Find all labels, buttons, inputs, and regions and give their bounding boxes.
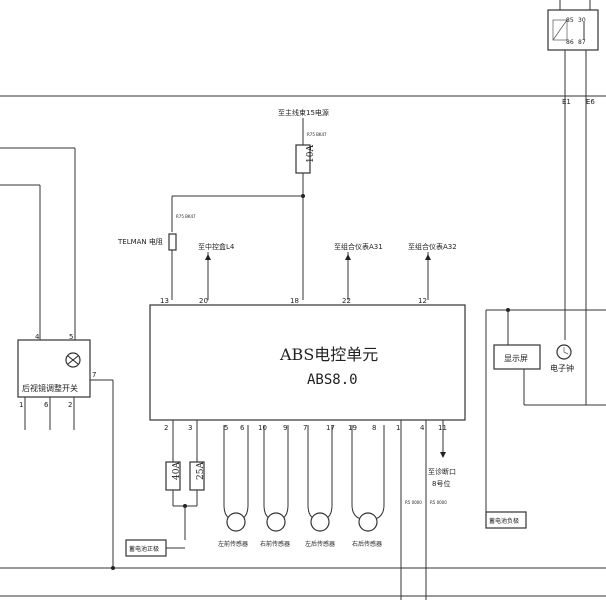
abs-control-unit: ABS电控单元 ABS8.0 bbox=[149, 304, 466, 421]
mirror-pin-2: 2 bbox=[68, 401, 72, 409]
dest-cluster-a32: 至组合仪表A32 bbox=[408, 242, 457, 251]
mirror-pin-7: 7 bbox=[92, 371, 96, 379]
display-screen: 显示屏 bbox=[493, 344, 541, 370]
relay-pin-85: 85 bbox=[566, 17, 574, 24]
pin-bottom-9: 9 bbox=[283, 424, 287, 432]
dest-diag: 至诊断口 bbox=[428, 467, 456, 476]
pin-top-12: 12 bbox=[418, 297, 427, 305]
pin-bottom-10: 10 bbox=[258, 424, 267, 432]
wire-label-r1: R75 BK47 bbox=[176, 214, 196, 219]
sensor-label-lr: 左后传感器 bbox=[305, 540, 335, 548]
pin-bottom-3: 3 bbox=[188, 424, 192, 432]
wire-label-top: R75 BK47 bbox=[307, 132, 327, 137]
relay-pin-86: 86 bbox=[566, 39, 574, 46]
mirror-pin-6: 6 bbox=[44, 401, 49, 409]
pin-top-22: 22 bbox=[342, 297, 351, 305]
pin-bottom-17: 17 bbox=[326, 424, 335, 432]
dest-cluster-a31: 至组合仪表A31 bbox=[334, 242, 383, 251]
pin-top-20: 20 bbox=[199, 297, 208, 305]
sensor-label-rr: 右后传感器 bbox=[352, 540, 382, 548]
dest-top-power: 至主线束15电源 bbox=[278, 108, 329, 117]
fuse-40a: 40A bbox=[165, 461, 182, 491]
mirror-switch-label: 后视镜调整开关 bbox=[22, 383, 78, 393]
abs-unit-title: ABS电控单元 bbox=[279, 345, 378, 364]
sensor-rr-icon bbox=[358, 512, 378, 532]
sensor-lr-icon bbox=[310, 512, 330, 532]
relay-pin-30: 30 bbox=[578, 17, 586, 24]
mirror-pin-4: 4 bbox=[35, 333, 40, 341]
sensor-lf-icon bbox=[226, 512, 246, 532]
mirror-pin-5: 5 bbox=[69, 333, 73, 341]
abs-unit-model: ABS8.0 bbox=[307, 372, 358, 388]
sensor-label-rf: 右前传感器 bbox=[260, 540, 290, 548]
mirror-adjust-switch: 后视镜调整开关 4 5 7 1 6 2 bbox=[17, 333, 96, 409]
pin-e1: E1 bbox=[562, 98, 571, 106]
bottom-pins: 2 3 5 6 10 9 7 17 19 8 1 4 11 bbox=[164, 424, 447, 432]
mirror-pin-1: 1 bbox=[19, 401, 23, 409]
wire-label-p4: R5 0000 bbox=[430, 500, 447, 505]
pin-bottom-5: 5 bbox=[224, 424, 228, 432]
sensor-label-lf: 左前传感器 bbox=[218, 540, 248, 548]
pin-bottom-6: 6 bbox=[240, 424, 245, 432]
pin-e6: E6 bbox=[586, 98, 595, 106]
pin-bottom-1: 1 bbox=[396, 424, 400, 432]
relay-pin-87: 87 bbox=[578, 39, 586, 46]
pin-bottom-7: 7 bbox=[303, 424, 307, 432]
relay: 85 30 86 87 bbox=[547, 0, 599, 51]
resistor-label: TELMAN 电阻 bbox=[117, 237, 163, 246]
wire-label-p1: R5 0000 bbox=[405, 500, 422, 505]
clock-label: 电子钟 bbox=[550, 363, 574, 373]
battery-negative-label-box: 蓄电池负极 bbox=[485, 511, 527, 529]
battery-negative-label: 蓄电池负极 bbox=[489, 517, 519, 525]
sensor-rf-icon bbox=[266, 512, 286, 532]
wheel-sensors: 左前传感器 右前传感器 左后传感器 右后传感器 bbox=[218, 425, 385, 548]
dest-diag-pin: 8号位 bbox=[432, 479, 450, 488]
pin-bottom-11: 11 bbox=[438, 424, 447, 432]
fuse-25a-label: 25A bbox=[196, 462, 206, 480]
pin-bottom-8: 8 bbox=[372, 424, 376, 432]
battery-positive-label: 蓄电池正极 bbox=[129, 545, 159, 553]
pin-bottom-2: 2 bbox=[164, 424, 168, 432]
fuse-10a: 10A bbox=[295, 144, 316, 174]
telman-resistor bbox=[168, 233, 177, 251]
pin-top-13: 13 bbox=[160, 297, 169, 305]
pin-top-18: 18 bbox=[290, 297, 299, 305]
pin-bottom-4: 4 bbox=[420, 424, 425, 432]
fuse-10a-label: 10A bbox=[306, 145, 316, 163]
fuse-25a: 25A bbox=[189, 461, 206, 491]
battery-positive-label-box: 蓄电池正极 bbox=[125, 539, 167, 557]
fuse-40a-label: 40A bbox=[172, 462, 182, 480]
dest-center-console: 至中控盒L4 bbox=[198, 242, 235, 251]
display-label: 显示屏 bbox=[504, 354, 528, 363]
